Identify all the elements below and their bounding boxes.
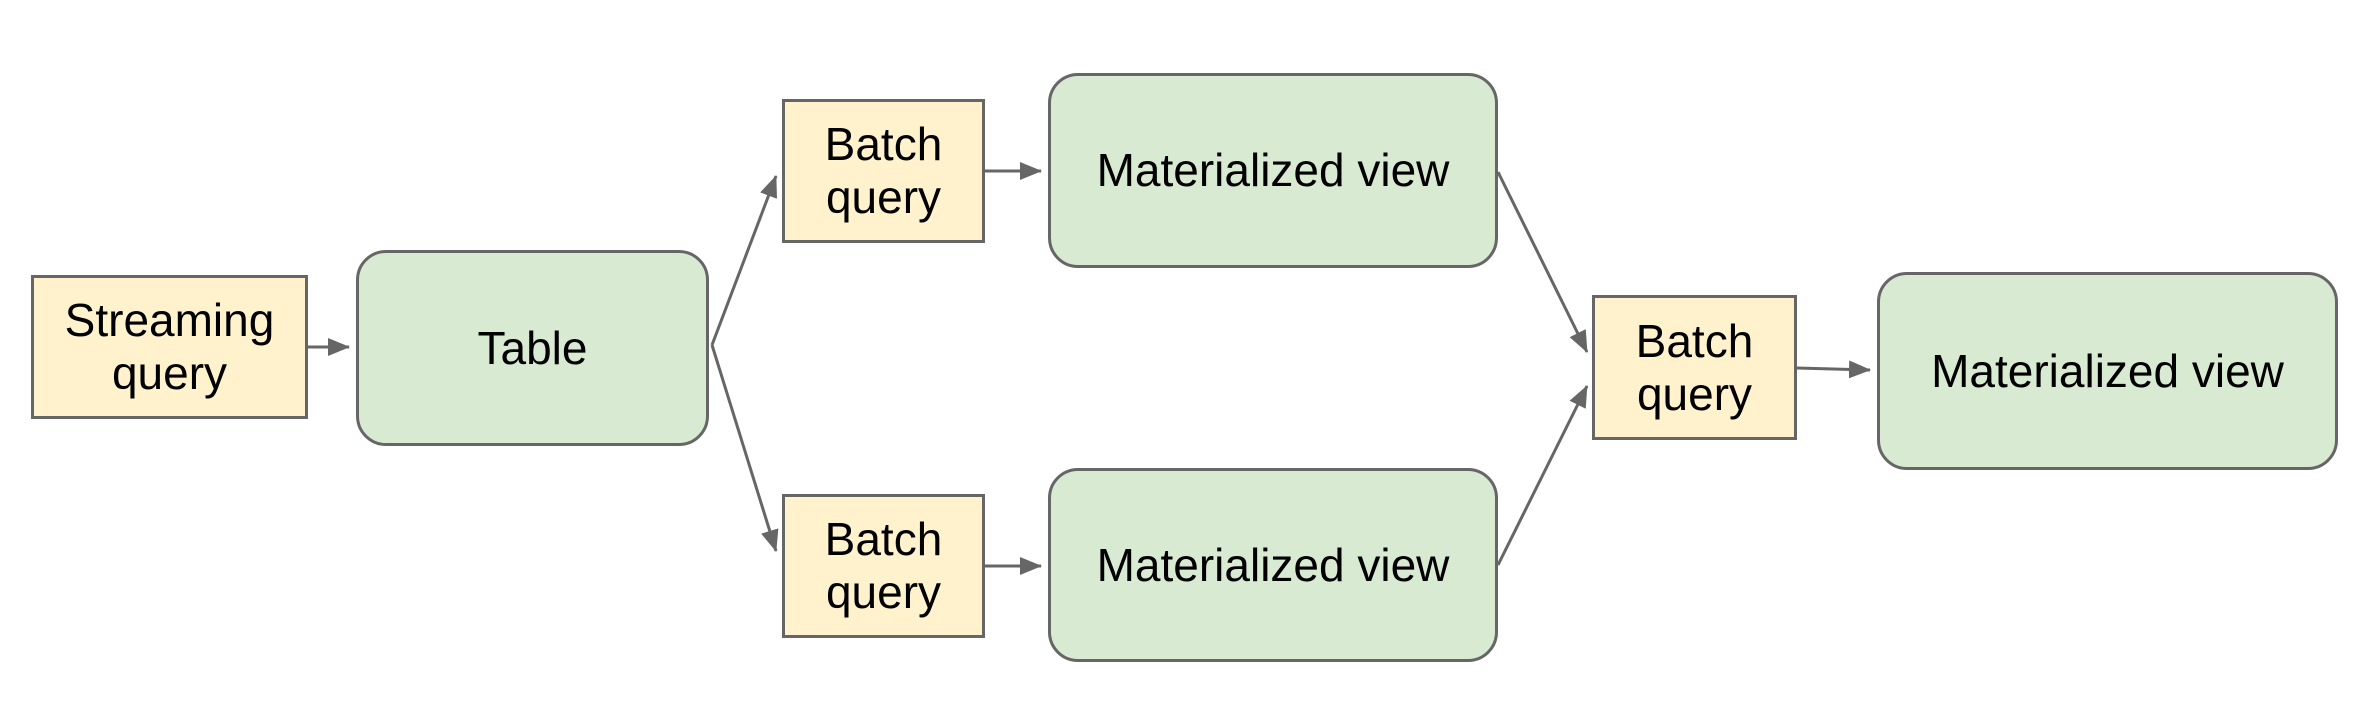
node-batch-query-right: Batch query [1592,295,1797,440]
node-streaming-query: Streaming query [31,275,308,419]
node-materialized-view-right: Materialized view [1877,272,2338,470]
arrow-batch-right-to-mv-right [1796,360,1871,379]
node-label-batch-query-right: Batch query [1635,314,1754,420]
node-label-materialized-view-top: Materialized view [1096,144,1450,197]
node-materialized-view-top: Materialized view [1048,73,1498,268]
node-label-streaming-query: Streaming query [64,294,275,399]
node-batch-query-bottom: Batch query [782,494,985,638]
node-materialized-view-bottom: Materialized view [1048,468,1498,662]
node-label-materialized-view-right: Materialized view [1931,344,2284,397]
node-label-materialized-view-bottom: Materialized view [1096,538,1450,591]
arrow-mv-bottom-to-batch-right [1496,385,1589,566]
arrow-table-to-batch-bottom [710,344,779,552]
node-table: Table [356,250,709,446]
node-label-batch-query-top: Batch query [824,118,943,223]
node-batch-query-top: Batch query [782,99,985,243]
node-label-batch-query-bottom: Batch query [824,513,943,618]
arrow-mv-top-to-batch-right [1496,171,1589,353]
arrow-table-to-batch-top [710,175,778,346]
node-label-table: Table [477,321,588,374]
